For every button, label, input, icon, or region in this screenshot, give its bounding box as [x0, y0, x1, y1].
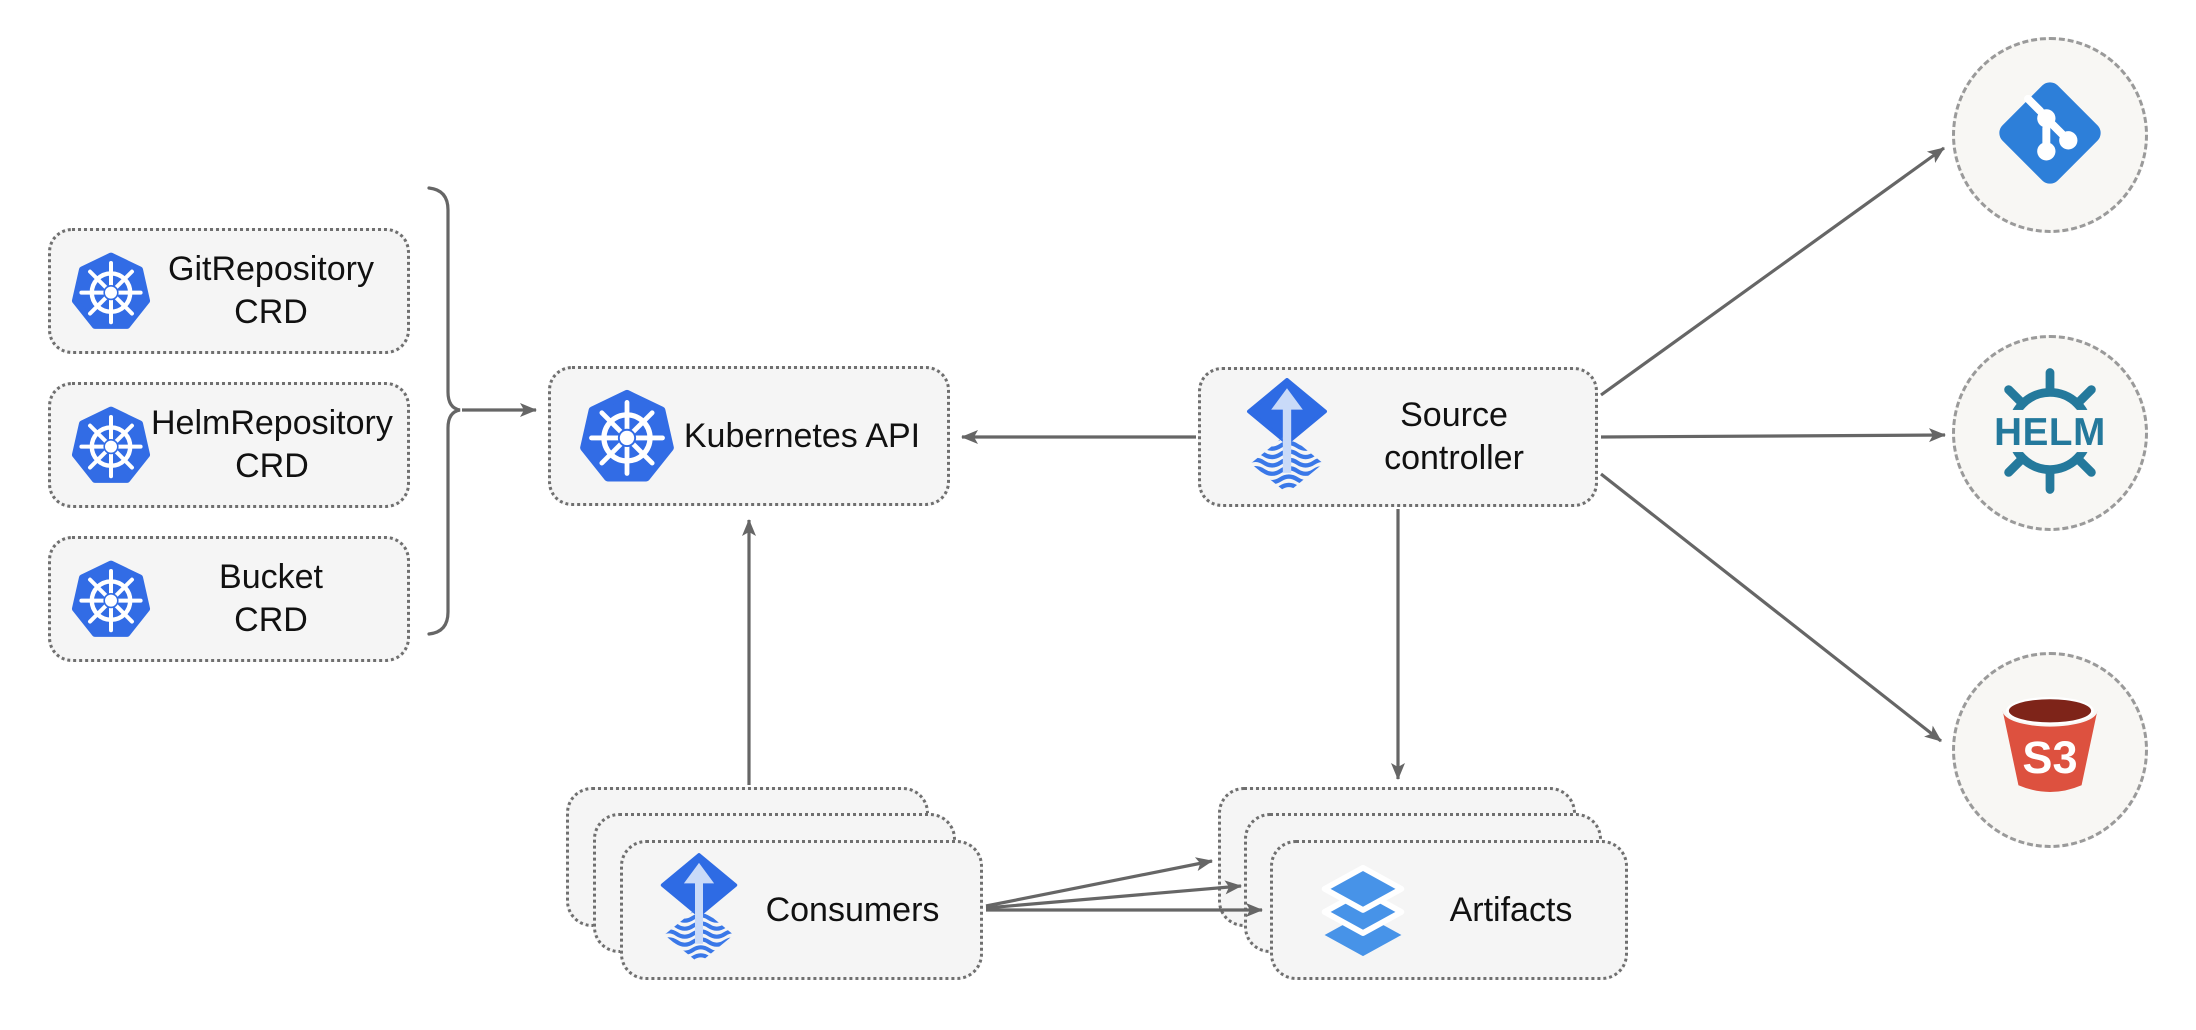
kubernetes-api-label: Kubernetes API: [683, 416, 921, 455]
git-circle: [1952, 37, 2148, 233]
crd-label-line1: GitRepository: [168, 250, 374, 288]
crd-label-line2: CRD: [234, 601, 308, 639]
s3-circle: S3: [1952, 652, 2148, 848]
crd-box-label: GitRepository CRD: [151, 248, 391, 334]
arrow-source-to-s3: [1600, 472, 1942, 743]
crd-box-bucket: Bucket CRD: [48, 536, 410, 662]
kubernetes-icon: [71, 559, 151, 639]
crd-box-gitrepository: GitRepository CRD: [48, 228, 410, 354]
s3-logo-text: S3: [2022, 731, 2077, 782]
arrow-consumers-to-artifacts-1: [985, 857, 1213, 908]
helm-icon: HELM: [1974, 355, 2126, 512]
artifacts-label: Artifacts: [1449, 890, 1573, 929]
crd-label-line1: HelmRepository: [151, 404, 393, 442]
s3-bucket-icon: S3: [1988, 686, 2112, 815]
crd-box-label: Bucket CRD: [151, 556, 391, 642]
kubernetes-icon: [579, 388, 675, 484]
helm-circle: HELM: [1952, 335, 2148, 531]
crd-label-line2: CRD: [235, 447, 309, 485]
artifacts-box: Artifacts: [1270, 840, 1628, 980]
consumers-label: Consumers: [765, 890, 940, 929]
source-controller-label: Source controller: [1329, 394, 1579, 480]
source-controller-box: Source controller: [1198, 367, 1598, 507]
kubernetes-icon: [71, 251, 151, 331]
kubernetes-api-box: Kubernetes API: [548, 366, 950, 506]
flux-icon: [1245, 378, 1329, 497]
crd-box-label: HelmRepository CRD: [151, 402, 393, 488]
crd-group-bracket: [427, 186, 461, 636]
crd-label-line1: Bucket: [219, 558, 323, 596]
helm-logo-text: HELM: [1994, 411, 2106, 454]
flux-icon: [659, 853, 739, 967]
consumers-box: Consumers: [620, 840, 983, 980]
git-icon: [1989, 72, 2111, 199]
kubernetes-icon: [71, 405, 151, 485]
crd-label-line2: CRD: [234, 293, 308, 331]
source-controller-line2: controller: [1384, 439, 1524, 477]
arrow-source-to-git: [1600, 146, 1945, 397]
source-controller-line1: Source: [1400, 396, 1508, 434]
layers-icon: [1315, 862, 1411, 958]
arrow-consumers-to-artifacts-2: [985, 880, 1242, 910]
crd-box-helmrepository: HelmRepository CRD: [48, 382, 410, 508]
arrow-source-to-helm: [1600, 428, 1946, 443]
